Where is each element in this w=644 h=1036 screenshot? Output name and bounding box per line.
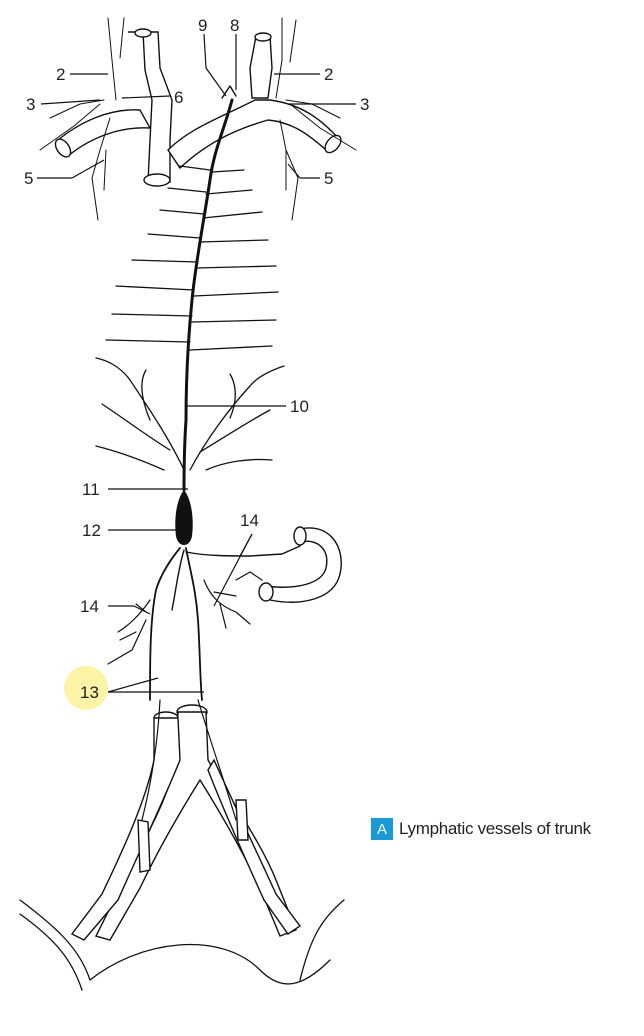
label-14-right: 14 <box>240 511 259 530</box>
label-13: 13 <box>80 683 99 702</box>
label-14-left: 14 <box>80 597 99 616</box>
leader-lines <box>37 33 356 693</box>
cisterna-chyli <box>107 490 301 701</box>
label-2-right: 2 <box>324 65 333 84</box>
label-12: 12 <box>82 521 101 540</box>
highlight-marker <box>64 666 108 710</box>
figure-caption: A Lymphatic vessels of trunk <box>371 817 591 841</box>
thoracic-duct <box>95 85 285 492</box>
number-labels: 2 3 5 6 9 8 2 3 5 10 11 12 14 14 13 <box>24 16 369 702</box>
label-8: 8 <box>230 16 239 35</box>
iliac-vessels <box>19 699 345 991</box>
caption-text: Lymphatic vessels of trunk <box>399 819 591 838</box>
label-10: 10 <box>290 397 309 416</box>
intestine-loop <box>258 526 342 603</box>
label-2-left: 2 <box>56 65 65 84</box>
caption-badge: A <box>371 818 393 840</box>
label-11: 11 <box>82 480 100 499</box>
label-5-left: 5 <box>24 169 33 188</box>
label-3-right: 3 <box>360 95 369 114</box>
veins-upper <box>39 17 357 221</box>
label-9: 9 <box>198 16 207 35</box>
label-5-right: 5 <box>324 169 333 188</box>
label-6: 6 <box>174 88 183 107</box>
label-3-left: 3 <box>26 95 35 114</box>
